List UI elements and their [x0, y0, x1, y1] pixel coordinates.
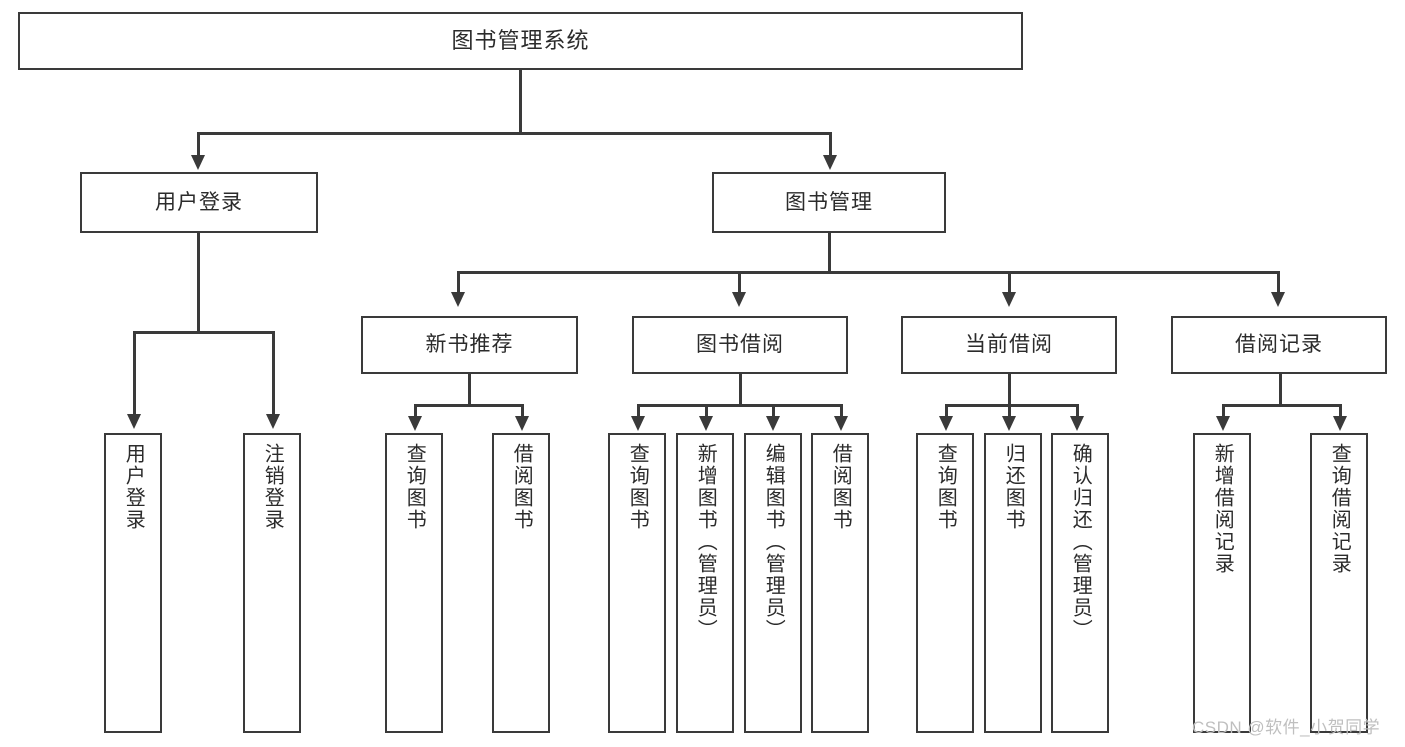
node-label: 新增图书（管理员） [694, 443, 717, 641]
node-label: 用户登录 [122, 443, 145, 531]
node-label: 编辑图书（管理员） [762, 443, 785, 641]
arrowhead-leaf-borrow-book-1 [515, 416, 529, 431]
connector-user-login-branch-left [133, 331, 136, 416]
leaf-user-logout[interactable]: 注销登录 [243, 433, 301, 733]
node-label: 借阅图书 [829, 443, 852, 531]
connector-bb-branch-3 [772, 404, 775, 418]
connector-br-stem [1279, 374, 1282, 406]
arrowhead-leaf-add-book [699, 416, 713, 431]
arrowhead-leaf-borrow-book-2 [834, 416, 848, 431]
node-label: 查询图书 [934, 443, 957, 531]
leaf-query-book-2[interactable]: 查询图书 [608, 433, 666, 733]
connector-bb-branch-1 [637, 404, 640, 418]
arrowhead-book-borrow [732, 292, 746, 307]
node-label: 用户登录 [155, 190, 243, 214]
leaf-borrow-book-2[interactable]: 借阅图书 [811, 433, 869, 733]
connector-nbr-bar [414, 404, 522, 407]
connector-bm-branch-4 [1277, 271, 1280, 294]
connector-br-branch-right [1339, 404, 1342, 418]
csdn-watermark: CSDN @软件_小贺同学 [1192, 718, 1381, 737]
connector-cb-bar [945, 404, 1078, 407]
arrowhead-leaf-edit-book [766, 416, 780, 431]
arrowhead-to-user-login [191, 155, 205, 170]
node-label: 图书管理 [785, 190, 873, 214]
connector-user-login-branch-right [272, 331, 275, 416]
connector-bb-branch-2 [705, 404, 708, 418]
arrowhead-to-book-manage [823, 155, 837, 170]
arrowhead-leaf-query-book-2 [631, 416, 645, 431]
connector-bb-bar [637, 404, 842, 407]
arrowhead-leaf-query-record-2 [1333, 416, 1347, 431]
node-label: 注销登录 [261, 443, 284, 531]
node-label: 新书推荐 [425, 333, 514, 357]
node-label: 图书借阅 [696, 333, 784, 357]
leaf-add-record[interactable]: 新增借阅记录 [1193, 433, 1251, 733]
node-label: 查询借阅记录 [1328, 443, 1351, 575]
connector-bb-stem [739, 374, 742, 406]
node-new-book-rec[interactable]: 新书推荐 [361, 316, 578, 374]
leaf-return-book[interactable]: 归还图书 [984, 433, 1042, 733]
connector-br-branch-left [1222, 404, 1225, 418]
leaf-confirm-return[interactable]: 确认归还（管理员） [1051, 433, 1109, 733]
leaf-edit-book[interactable]: 编辑图书（管理员） [744, 433, 802, 733]
arrowhead-leaf-add-record [1216, 416, 1230, 431]
arrowhead-leaf-return-book [1002, 416, 1016, 431]
connector-nbr-branch-right [521, 404, 524, 418]
connector-root-bar [197, 132, 831, 135]
arrowhead-leaf-query-book-1 [408, 416, 422, 431]
node-label: 当前借阅 [965, 333, 1053, 357]
leaf-query-book-3[interactable]: 查询图书 [916, 433, 974, 733]
connector-bm-branch-2 [738, 271, 741, 294]
connector-book-manage-stem [828, 233, 831, 273]
node-label: 图书管理系统 [451, 27, 590, 53]
leaf-add-book[interactable]: 新增图书（管理员） [676, 433, 734, 733]
node-book-borrow[interactable]: 图书借阅 [632, 316, 848, 374]
connector-bb-branch-4 [840, 404, 843, 418]
connector-br-bar [1222, 404, 1341, 407]
connector-cb-branch-2 [1008, 404, 1011, 418]
node-borrow-record[interactable]: 借阅记录 [1171, 316, 1387, 374]
arrowhead-leaf-user-logout [266, 414, 280, 429]
connector-cb-branch-3 [1076, 404, 1079, 418]
connector-root-stem [519, 70, 522, 134]
arrowhead-new-book-rec [451, 292, 465, 307]
node-label: 归还图书 [1002, 443, 1025, 531]
connector-nbr-stem [468, 374, 471, 406]
leaf-user-login[interactable]: 用户登录 [104, 433, 162, 733]
connector-book-manage-bar [457, 271, 1279, 274]
node-label: 借阅图书 [510, 443, 533, 531]
connector-root-to-user-login [197, 132, 200, 157]
connector-bm-branch-3 [1008, 271, 1011, 294]
node-label: 确认归还（管理员） [1069, 443, 1092, 641]
connector-root-to-book-manage [829, 132, 832, 157]
leaf-query-book-1[interactable]: 查询图书 [385, 433, 443, 733]
connector-user-login-stem [197, 233, 200, 333]
node-current-borrow[interactable]: 当前借阅 [901, 316, 1117, 374]
node-label: 借阅记录 [1235, 333, 1323, 357]
node-label: 查询图书 [626, 443, 649, 531]
connector-bm-branch-1 [457, 271, 460, 294]
leaf-borrow-book-1[interactable]: 借阅图书 [492, 433, 550, 733]
connector-user-login-bar [133, 331, 274, 334]
node-root-system[interactable]: 图书管理系统 [18, 12, 1023, 70]
leaf-query-record[interactable]: 查询借阅记录 [1310, 433, 1368, 733]
arrowhead-leaf-user-login [127, 414, 141, 429]
arrowhead-leaf-query-book-3 [939, 416, 953, 431]
connector-cb-stem [1008, 374, 1011, 406]
arrowhead-borrow-record [1271, 292, 1285, 307]
node-label: 新增借阅记录 [1211, 443, 1234, 575]
arrowhead-current-borrow [1002, 292, 1016, 307]
node-label: 查询图书 [403, 443, 426, 531]
arrowhead-leaf-confirm-return [1070, 416, 1084, 431]
node-user-login[interactable]: 用户登录 [80, 172, 318, 233]
connector-cb-branch-1 [945, 404, 948, 418]
connector-nbr-branch-left [414, 404, 417, 418]
node-book-manage[interactable]: 图书管理 [712, 172, 946, 233]
